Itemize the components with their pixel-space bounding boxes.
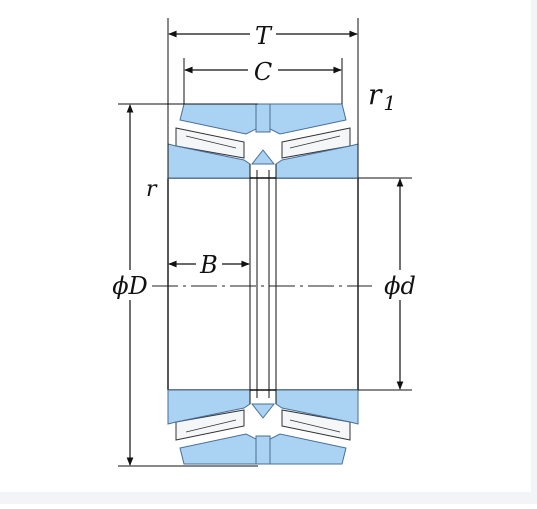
- upper-left-cup: [179, 103, 259, 135]
- lower-left-roller: [175, 409, 245, 441]
- label-B: B: [199, 251, 218, 279]
- label-r: r: [146, 177, 158, 202]
- label-T: T: [255, 22, 273, 50]
- lower-left-cup: [179, 433, 259, 465]
- label-phiD: ϕD: [112, 272, 148, 300]
- upper-cup-spacer: [255, 103, 271, 133]
- upper-section: [167, 103, 359, 179]
- upper-left-roller: [175, 127, 245, 159]
- outer-silhouette: [167, 177, 359, 391]
- extension-lines: [118, 18, 412, 467]
- label-phid: ϕd: [384, 272, 416, 300]
- lower-section: [167, 389, 359, 465]
- lower-center-triangle: [250, 403, 276, 419]
- upper-center-triangle: [250, 149, 276, 165]
- page-edge-right: [531, 0, 537, 504]
- lower-cup-spacer: [255, 435, 271, 465]
- page-edge-bottom: [0, 492, 537, 504]
- label-C: C: [254, 58, 272, 86]
- center-spacer: [249, 164, 277, 404]
- lower-right-cup: [267, 433, 347, 465]
- upper-right-cup: [267, 103, 347, 135]
